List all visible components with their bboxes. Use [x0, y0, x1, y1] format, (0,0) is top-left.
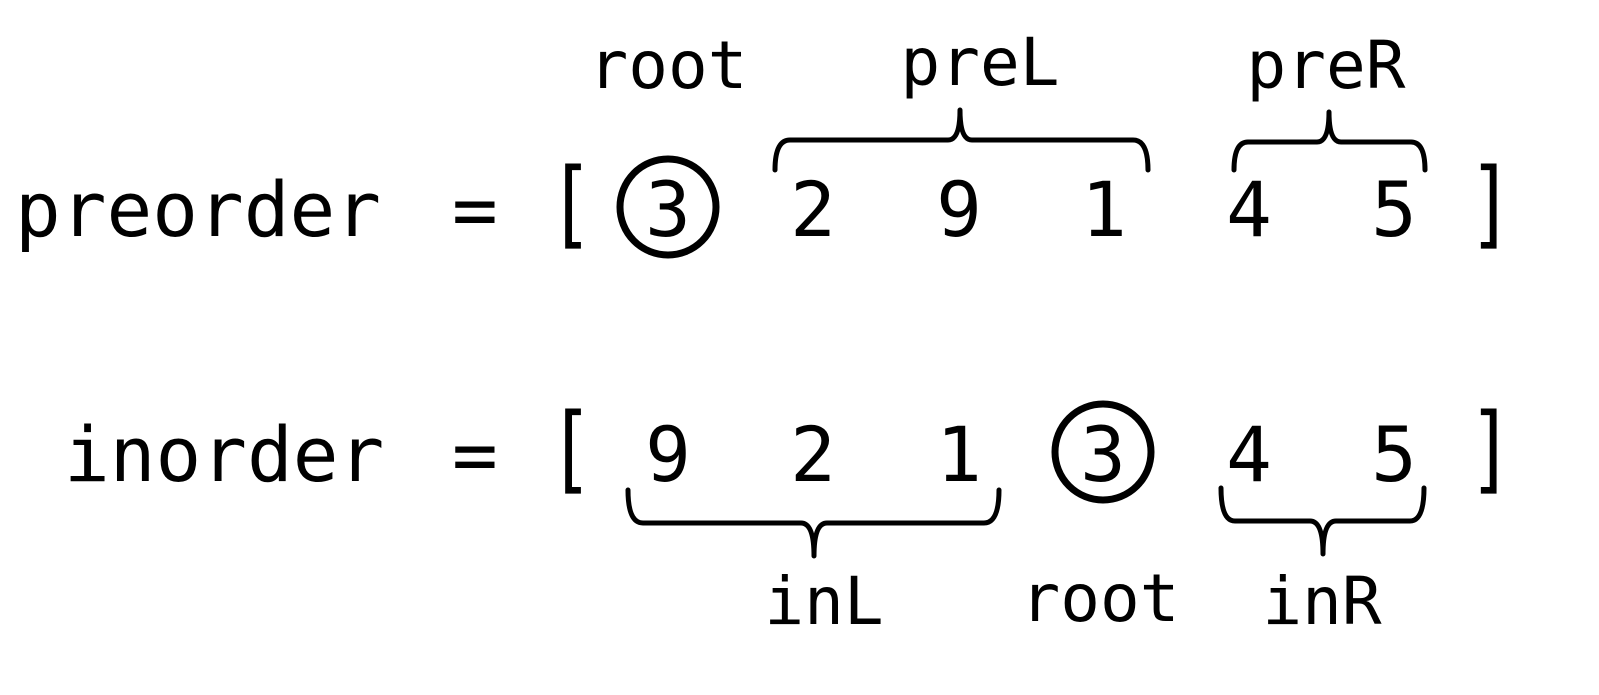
preorder-row: preorder = [ 3 2 9 1 4 5 ] root preL pre… — [15, 24, 1514, 259]
inorder-right-brace — [1218, 485, 1427, 557]
inorder-left-label: inL — [764, 563, 883, 640]
inorder-left-brace — [625, 487, 1002, 559]
preorder-right-brace — [1231, 109, 1428, 173]
inorder-value: 1 — [936, 410, 982, 499]
preorder-value: 1 — [1081, 165, 1127, 254]
preorder-root-circle — [616, 155, 720, 259]
preorder-value: 5 — [1371, 165, 1417, 254]
inorder-value: 9 — [645, 410, 691, 499]
preorder-value: 9 — [936, 165, 982, 254]
inorder-root-label: root — [1021, 560, 1180, 637]
inorder-open-bracket: [ — [548, 394, 594, 504]
inorder-root-circle — [1051, 400, 1155, 504]
preorder-root-label: root — [589, 27, 748, 104]
preorder-right-label: preR — [1247, 27, 1406, 104]
preorder-left-label: preL — [901, 24, 1060, 101]
preorder-value: 2 — [790, 165, 836, 254]
preorder-equals: = — [452, 165, 498, 254]
inorder-close-bracket: ] — [1468, 394, 1514, 504]
preorder-left-brace — [772, 107, 1151, 173]
preorder-open-bracket: [ — [548, 149, 594, 259]
inorder-value: 2 — [790, 410, 836, 499]
inorder-value: 5 — [1371, 410, 1417, 499]
inorder-equals: = — [452, 410, 498, 499]
inorder-row: inorder = [ 9 2 1 3 4 5 ] inL root inR — [64, 394, 1514, 640]
preorder-name: preorder — [15, 165, 381, 254]
preorder-value: 3 — [645, 165, 691, 254]
inorder-name: inorder — [64, 410, 384, 499]
preorder-close-bracket: ] — [1468, 149, 1514, 259]
inorder-value: 3 — [1080, 410, 1126, 499]
inorder-right-label: inR — [1262, 563, 1381, 640]
preorder-value: 4 — [1226, 165, 1272, 254]
inorder-value: 4 — [1226, 410, 1272, 499]
